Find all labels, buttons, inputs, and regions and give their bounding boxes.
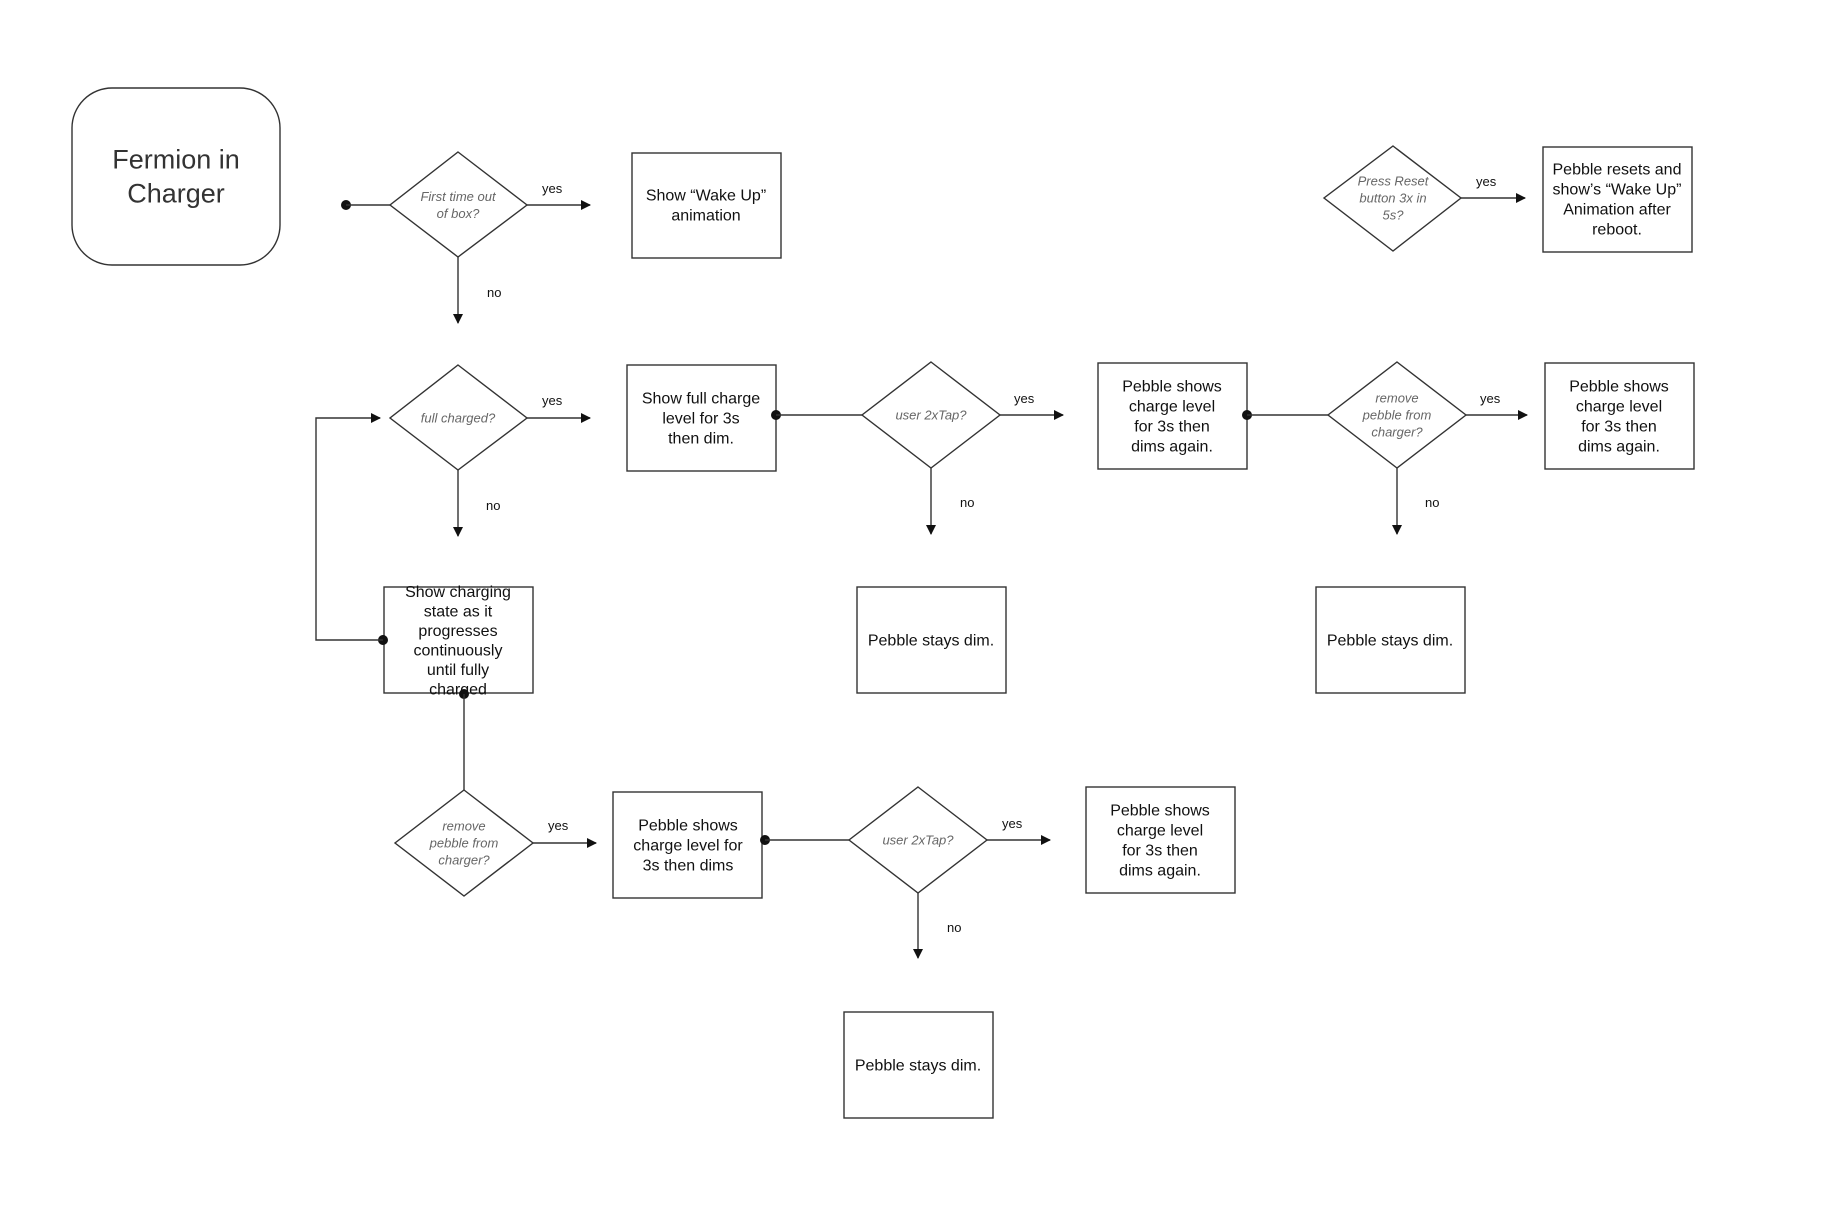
process-stays-dim-3: Pebble stays dim.: [843, 1011, 994, 1119]
decision-user-2xtap-1: user 2xTap?: [860, 361, 1002, 469]
wake-up-label: Show “Wake Up”animation: [646, 188, 766, 225]
process-stays-dim-2: Pebble stays dim.: [1315, 586, 1466, 694]
decision-full-charged-label: full charged?: [421, 411, 496, 426]
process-stays-dim-1: Pebble stays dim.: [856, 586, 1007, 694]
edge-full-charged-yes: yes: [527, 393, 591, 423]
edge-reset-yes: yes: [1461, 174, 1526, 203]
edge-label-no: no: [486, 498, 500, 513]
decision-tap-2-label: user 2xTap?: [882, 833, 954, 848]
edge-charging-to-remove: [459, 689, 469, 790]
decision-tap-1-label: user 2xTap?: [895, 408, 967, 423]
edge-label-no: no: [487, 285, 501, 300]
edge-shows-dims-to-tap: [760, 835, 849, 845]
edge-first-time-yes: yes: [527, 181, 591, 210]
edge-label-no: no: [1425, 495, 1439, 510]
edge-full-charge-to-tap: [771, 410, 862, 420]
edge-label-yes: yes: [1002, 816, 1023, 831]
edge-label-no: no: [960, 495, 974, 510]
edge-label-yes: yes: [1476, 174, 1497, 189]
edge-label-yes: yes: [542, 181, 563, 196]
edge-label-yes: yes: [548, 818, 569, 833]
edge-tap-1-yes: yes: [1000, 391, 1064, 420]
process-wake-up-animation: Show “Wake Up”animation: [631, 152, 782, 259]
edge-charging-loop-back: [315, 413, 388, 645]
edge-label-yes: yes: [542, 393, 563, 408]
stays-dim-3-label: Pebble stays dim.: [855, 1058, 981, 1075]
edge-remove-1-no: no: [1392, 468, 1439, 535]
edge-tap-2-yes: yes: [987, 816, 1051, 845]
stays-dim-2-label: Pebble stays dim.: [1327, 633, 1453, 650]
decision-user-2xtap-2: user 2xTap?: [847, 786, 989, 894]
edge-tap-2-no: no: [913, 893, 961, 959]
edge-remove-2-yes: yes: [533, 818, 597, 848]
edge-shows-again-1-to-remove: [1242, 410, 1328, 420]
decision-full-charged: full charged?: [388, 364, 529, 471]
edge-tap-1-no: no: [926, 468, 974, 535]
edge-first-time-no: no: [453, 257, 501, 324]
edge-full-charged-no: no: [453, 470, 500, 537]
stays-dim-1-label: Pebble stays dim.: [868, 633, 994, 650]
edge-label-no: no: [947, 920, 961, 935]
edge-remove-1-yes: yes: [1466, 391, 1528, 420]
edge-label-yes: yes: [1014, 391, 1035, 406]
edge-start-to-first-time: [341, 200, 390, 210]
edge-label-yes: yes: [1480, 391, 1501, 406]
